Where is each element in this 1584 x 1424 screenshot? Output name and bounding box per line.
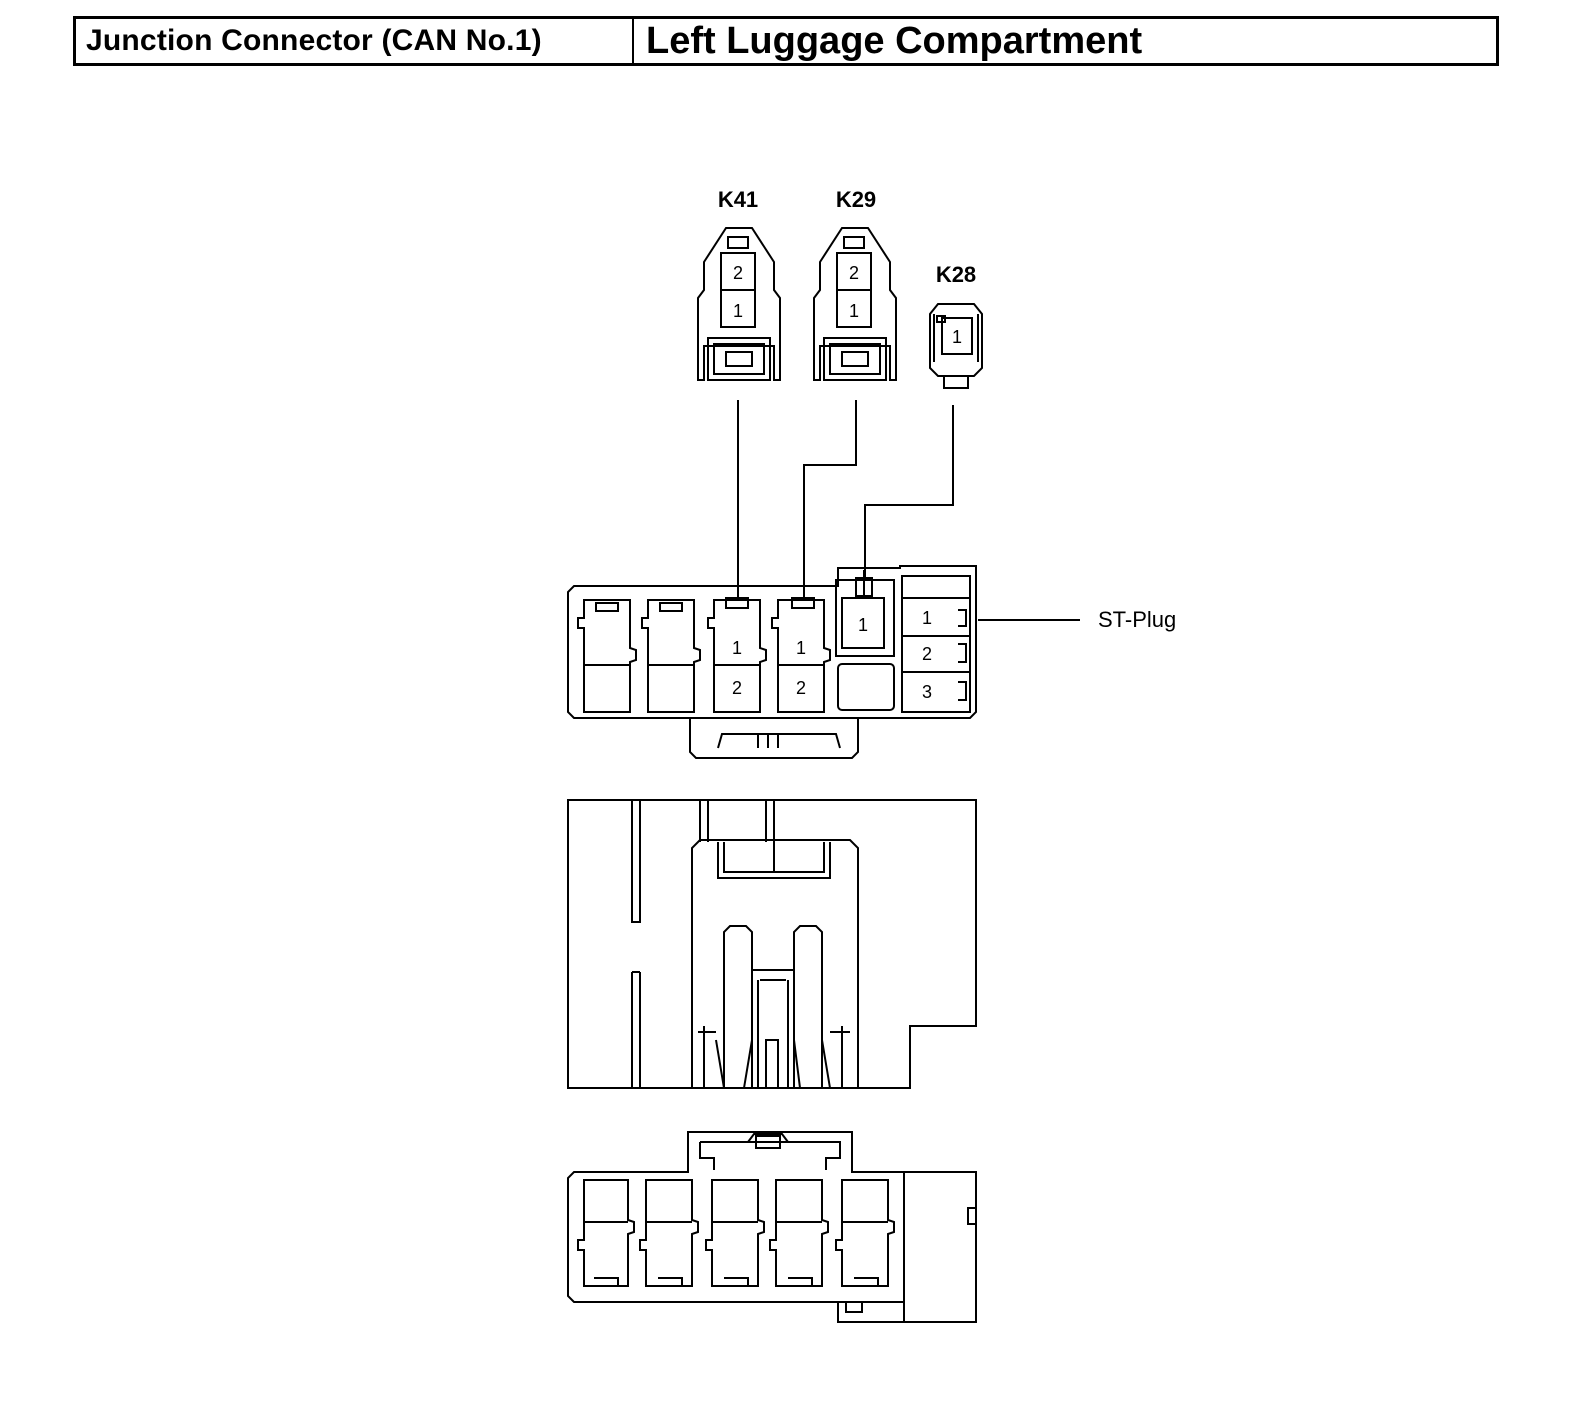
jb-lock-detail: [717, 733, 841, 749]
connector-k29: K29 2 1: [813, 187, 897, 381]
rear-foot: [837, 1302, 904, 1323]
junction-block-top: [567, 799, 977, 1089]
junction-block-front: 1 2 1 2 1 1 2 3: [567, 565, 977, 759]
k29-pin-bottom: 1: [849, 301, 859, 321]
k28-key: [936, 315, 946, 323]
wire-k28: [864, 405, 954, 578]
jb-outline: [567, 565, 977, 719]
location-title: Left Luggage Compartment: [646, 19, 1143, 62]
k29-lock-window: [841, 351, 869, 367]
k29-pin-top: 2: [849, 263, 859, 283]
connector-name: Junction Connector (CAN No.1): [76, 19, 634, 63]
rear-side: [903, 1172, 977, 1302]
st-pin-3: 3: [922, 682, 932, 702]
st-plug-label: ST-Plug: [1098, 607, 1176, 632]
k28-cavity: [941, 317, 973, 355]
top-lock-arms: [723, 925, 823, 1088]
rear-latch-tab: [755, 1135, 781, 1149]
k29-lock: [823, 337, 887, 381]
jb-slot-1: [577, 599, 637, 713]
top-posts: [699, 800, 775, 842]
header-table: Junction Connector (CAN No.1) Left Lugga…: [73, 16, 1499, 66]
top-lock-lines: [715, 1039, 831, 1089]
jb-slot-5: 1: [835, 570, 895, 711]
k28-label: K28: [936, 262, 976, 287]
top-lock-ticks: [698, 1026, 850, 1088]
k29-housing: [813, 227, 897, 381]
jb-slot3-top-pin: 1: [732, 638, 742, 658]
jb-slot-2: [641, 599, 701, 713]
rear-latch: [699, 1133, 841, 1170]
rear-outline: [567, 1131, 977, 1323]
k41-lock-inner: [713, 343, 765, 375]
jb-slot5-pin: 1: [858, 615, 868, 635]
k28-pin: 1: [952, 327, 962, 347]
junction-block-rear: [567, 1131, 977, 1323]
k28-housing: [929, 303, 983, 377]
top-lock-bridge: [752, 969, 794, 1088]
k41-pin-bottom: 1: [733, 301, 743, 321]
jb-st-plug: 1 2 3: [901, 575, 971, 713]
k41-pin-top: 2: [733, 263, 743, 283]
k29-label: K29: [836, 187, 876, 212]
top-lock-tab: [765, 1039, 779, 1089]
k29-lock-inner: [829, 343, 881, 375]
jb-slot4-top-pin: 1: [796, 638, 806, 658]
connector-k41: K41 2 1: [697, 187, 781, 381]
k41-housing: [697, 227, 781, 381]
top-outline: [567, 799, 977, 1089]
jb-slot-4: 1 2: [771, 597, 831, 713]
jb-bottom-lock: [689, 718, 859, 759]
k28-tail: [943, 375, 969, 389]
k41-lock-window: [725, 351, 753, 367]
jb-slot-3: 1 2: [707, 597, 767, 713]
k41-lock: [707, 337, 771, 381]
k28-ribs: [933, 314, 979, 362]
rear-cavities: [577, 1179, 895, 1287]
jb-slot4-bottom-pin: 2: [796, 678, 806, 698]
st-pin-1: 1: [922, 608, 932, 628]
k29-latch: [843, 236, 865, 249]
top-lock-body: [691, 839, 859, 1088]
connector-k28: K28 1: [929, 262, 983, 389]
jb-slot3-bottom-pin: 2: [732, 678, 742, 698]
top-rib: [631, 800, 641, 1088]
wire-k29: [803, 400, 857, 598]
k41-latch: [727, 236, 749, 249]
wires: [737, 400, 1080, 621]
top-lock-window: [717, 842, 831, 879]
k41-label: K41: [718, 187, 758, 212]
st-pin-2: 2: [922, 644, 932, 664]
